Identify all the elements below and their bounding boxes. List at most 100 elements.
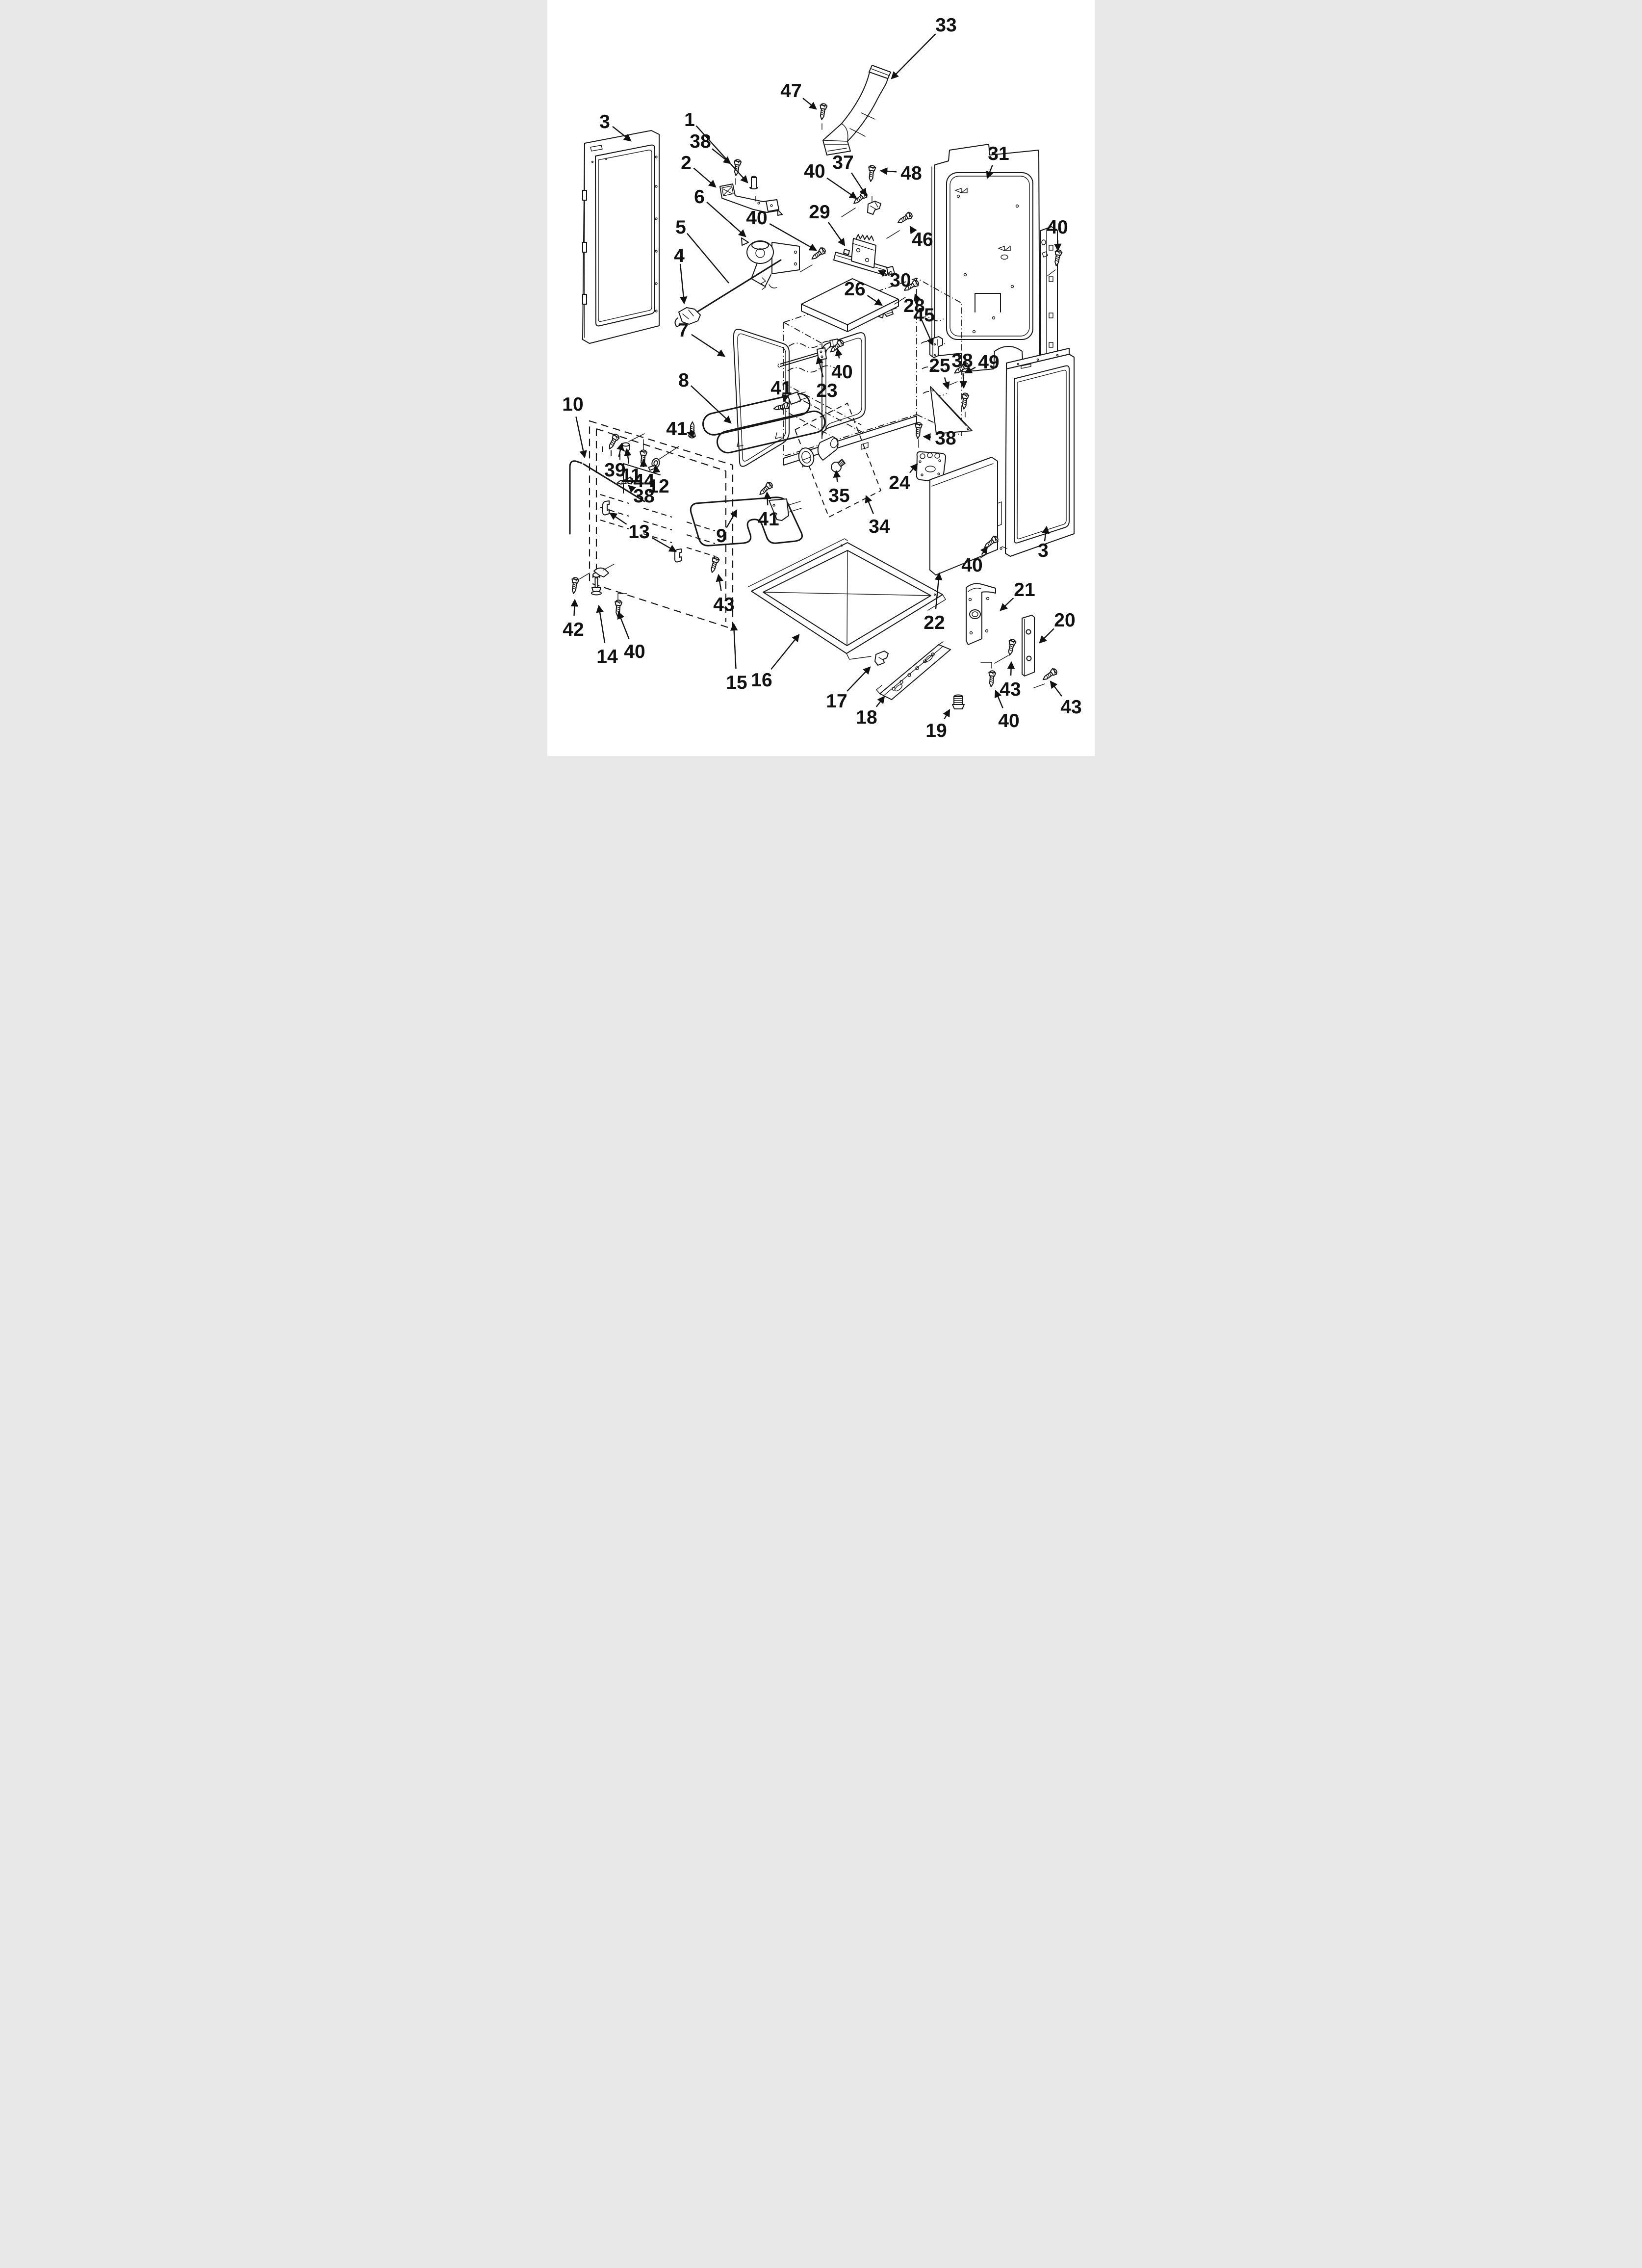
ground-wire-10 <box>569 460 645 535</box>
callout-16-44: 16 <box>751 634 800 691</box>
callout-20-50: 20 <box>1039 610 1076 644</box>
part-number-label: 48 <box>900 163 922 184</box>
part-number-label: 40 <box>804 161 825 182</box>
callout-47-4: 47 <box>780 80 817 110</box>
callout-leader-line <box>802 98 817 110</box>
callout-leader-line <box>909 226 917 235</box>
callout-40-48: 40 <box>994 689 1020 731</box>
part-number-label: 49 <box>978 352 999 373</box>
callout-38-21: 38 <box>951 350 973 389</box>
part-number-label: 6 <box>694 186 705 208</box>
callout-38-37: 38 <box>628 485 655 507</box>
grommet-12 <box>647 456 661 473</box>
leveling-leg-19 <box>952 694 965 709</box>
callout-21-49: 21 <box>1000 579 1035 611</box>
callout-8-27: 8 <box>678 370 732 424</box>
vent-duct <box>822 65 891 156</box>
rear-access-panel <box>589 420 734 630</box>
screw-41b <box>688 421 696 439</box>
callout-leader-line <box>1000 597 1014 611</box>
clip-4 <box>674 307 701 327</box>
wire-rod-5 <box>685 259 782 320</box>
callout-leader-line <box>763 491 771 506</box>
callout-43-52: 43 <box>1050 680 1082 718</box>
part-number-label: 22 <box>924 612 945 633</box>
callout-18-46: 18 <box>856 696 885 728</box>
part-number-label: 17 <box>826 691 847 712</box>
callout-leader-line <box>847 666 871 692</box>
callout-leader-line <box>690 385 732 424</box>
side-panel-right <box>1000 348 1075 557</box>
part-number-label: 9 <box>716 525 727 547</box>
part-number-label: 15 <box>726 672 747 693</box>
callout-6-14: 6 <box>694 186 746 237</box>
callout-leader-line <box>875 696 885 707</box>
callout-39-33: 39 <box>604 442 626 481</box>
part-number-label: 40 <box>1047 217 1068 238</box>
callout-42-40: 42 <box>563 599 584 640</box>
callout-35-59: 35 <box>828 469 850 506</box>
screw-47 <box>818 103 828 121</box>
exploded-parts-diagram: 1382347333140374846302940626455428493825… <box>562 15 1082 741</box>
part-number-label: 25 <box>929 355 950 376</box>
latch-rack-30 <box>851 234 876 268</box>
callout-leader-line <box>1042 525 1050 542</box>
part-number-label: 20 <box>1054 610 1075 631</box>
callout-31-6: 31 <box>986 143 1009 180</box>
callout-leader-line <box>616 442 624 457</box>
part-number-label: 13 <box>628 521 649 543</box>
bushing-11 <box>622 442 630 452</box>
callout-11-34: 11 <box>621 448 641 486</box>
part-number-label: 41 <box>758 509 779 530</box>
callout-leader-line <box>994 689 1003 708</box>
broil-element <box>702 391 826 454</box>
part-number-label: 43 <box>1060 697 1081 718</box>
screw-48 <box>867 164 876 182</box>
part-number-label: 30 <box>890 270 911 291</box>
callout-1-0: 1 <box>684 109 748 183</box>
callout-leader-line <box>867 295 883 306</box>
part-number-label: 38 <box>690 131 711 152</box>
callout-26-15: 26 <box>844 279 883 306</box>
part-number-label: 28 <box>903 295 924 316</box>
callout-5-17: 5 <box>675 217 729 284</box>
callout-leader-line <box>909 463 918 473</box>
callout-12-36: 12 <box>648 465 669 497</box>
callout-33-5: 33 <box>891 15 957 79</box>
bracket-21 <box>966 583 996 645</box>
light-bulb <box>831 459 846 472</box>
part-number-label: 21 <box>1014 579 1035 600</box>
part-number-label: 40 <box>961 555 982 576</box>
callout-40-7: 40 <box>804 161 857 199</box>
screw-40g <box>987 670 997 688</box>
oven-sensor <box>777 339 839 368</box>
drawer-rail-18 <box>875 641 951 700</box>
callout-25-22: 25 <box>929 355 950 390</box>
callout-30-11: 30 <box>877 270 911 291</box>
part-number-label: 43 <box>713 594 734 615</box>
callout-leader-line <box>652 465 661 473</box>
part-number-label: 38 <box>633 486 654 507</box>
callout-leader-line <box>980 546 988 555</box>
part-number-label: 41 <box>770 378 792 399</box>
callout-41-30: 41 <box>758 491 779 530</box>
callout-leader-line <box>816 356 824 378</box>
bottom-pan <box>748 538 946 660</box>
screw-38c <box>914 421 923 440</box>
screw-43a <box>1005 638 1017 656</box>
part-number-label: 40 <box>831 362 852 383</box>
screw-40b <box>809 246 827 262</box>
callout-leader-line <box>706 201 746 237</box>
part-number-label: 5 <box>675 217 686 238</box>
callout-leader-line <box>877 270 887 277</box>
callout-leader-line <box>679 263 688 305</box>
callout-leader-line <box>942 377 950 390</box>
screw-43b <box>1040 667 1059 683</box>
callout-leader-line <box>964 366 976 374</box>
part-number-label: 16 <box>751 670 772 691</box>
part-number-label: 3 <box>1038 540 1049 561</box>
callout-leader-line <box>879 167 897 175</box>
callout-4-18: 4 <box>674 245 688 305</box>
callout-leader-line <box>865 495 874 514</box>
part-number-label: 24 <box>889 472 910 494</box>
